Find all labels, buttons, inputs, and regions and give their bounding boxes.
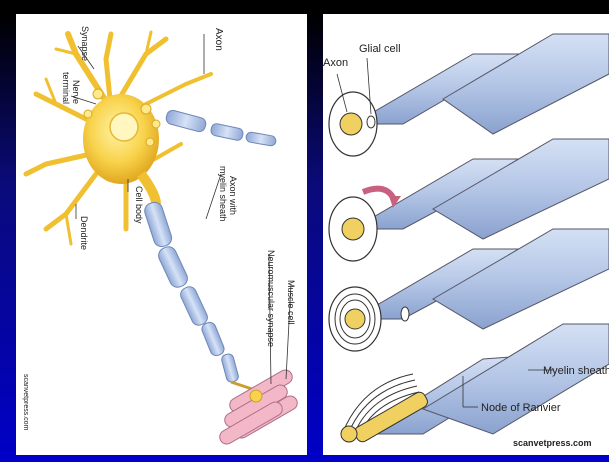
label-nerve: Nerve — [71, 80, 81, 104]
neuron-illustration: Axon Synapse Nerve terminal Cell body De… — [16, 14, 307, 455]
label-dendrite: Dendrite — [79, 216, 89, 250]
myelination-panel: Axon Glial cell Myelin sheath Node of Ra… — [323, 14, 609, 455]
label-myelin-sheath: myelin sheath — [218, 166, 228, 222]
label-terminal: terminal — [61, 72, 71, 104]
left-credit: scanvetpress.com — [22, 374, 29, 431]
myelination-illustration: Axon Glial cell Myelin sheath Node of Ra… — [323, 14, 609, 455]
step-4-myelin-node — [341, 324, 609, 444]
axon-branch — [165, 109, 277, 146]
neuron-diagram-panel: Axon Synapse Nerve terminal Cell body De… — [16, 14, 307, 455]
label-cell-body: Cell body — [134, 186, 144, 224]
label-muscle-cell: Muscle cell — [286, 280, 296, 325]
label-axon-right: Axon — [323, 57, 348, 69]
label-myelin-sheath-right: Myelin sheath — [543, 365, 609, 377]
label-axon-with: Axon with — [228, 176, 238, 215]
label-glial-cell: Glial cell — [359, 43, 401, 55]
nucleus — [110, 113, 138, 141]
label-synapse: Synapse — [80, 26, 90, 61]
label-node-of-ranvier: Node of Ranvier — [481, 402, 561, 414]
neuromuscular-junction — [250, 390, 262, 402]
label-neuromuscular-synapse: Neuromuscular synapse — [266, 250, 276, 347]
right-credit: scanvetpress.com — [513, 438, 592, 448]
myelinated-axon — [143, 200, 240, 383]
label-axon: Axon — [213, 28, 224, 51]
